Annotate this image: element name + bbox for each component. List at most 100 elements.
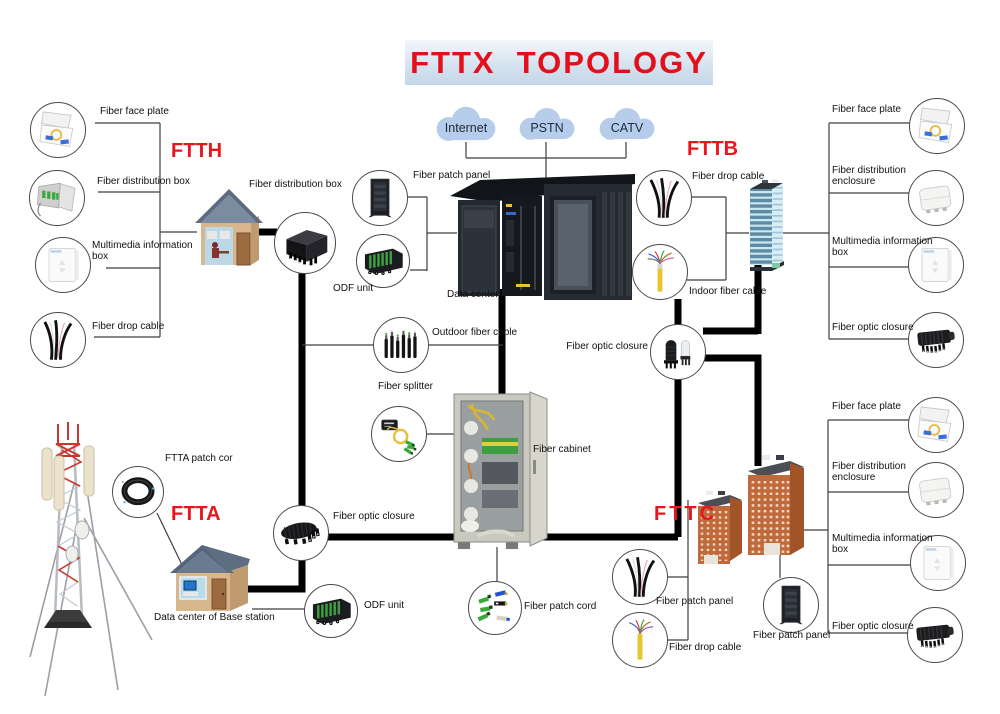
yellow-indoor-cable-icon bbox=[629, 619, 654, 660]
indoor-fiber-cable-label: Indoor fiber cable bbox=[689, 286, 767, 297]
ftta-patch-cord-label: FTTA patch cor bbox=[165, 453, 233, 464]
ftta-patch-cord-thumb bbox=[112, 466, 164, 518]
white-wall-box-icon bbox=[921, 248, 952, 282]
black-outdoor-box-icon bbox=[286, 230, 328, 266]
ftth-multimedia-box-thumb bbox=[35, 237, 91, 293]
fttb-fiber-drop-cable-thumb bbox=[636, 170, 692, 226]
fiber-patch-panel-thumb bbox=[352, 170, 408, 226]
odf-green-modules-icon bbox=[312, 598, 351, 625]
white-distribution-enclosure-icon bbox=[919, 185, 952, 214]
pstn-cloud: PSTN bbox=[510, 103, 584, 147]
fttc-drop-cable-label: Fiber drop cable bbox=[669, 642, 742, 653]
white-wall-box-icon bbox=[48, 248, 79, 282]
odf-unit-thumb bbox=[356, 234, 410, 288]
pstn-cloud-label: PSTN bbox=[530, 121, 564, 135]
ftth-house-distribution-box-label: Fiber distribution box bbox=[249, 179, 342, 190]
yellow-indoor-cable-icon bbox=[647, 250, 674, 292]
fttb-multimedia-box-thumb bbox=[908, 237, 964, 293]
ftth-face-plate-label: Fiber face plate bbox=[100, 106, 169, 117]
ftta-optic-closure-label: Fiber optic closure bbox=[333, 511, 415, 522]
fttc-small-building bbox=[698, 491, 742, 564]
fttb-optic-closure-thumb bbox=[908, 312, 964, 368]
ftth-section-label: FTTH bbox=[171, 140, 223, 162]
ftta-odf-unit-label: ODF unit bbox=[364, 600, 405, 611]
ftta-section-label: FTTA bbox=[171, 503, 221, 525]
fttb-distribution-enclosure-thumb bbox=[908, 170, 964, 226]
ftth-fiber-distribution-box-thumb bbox=[29, 170, 85, 226]
fttc-optic-closure-thumb bbox=[907, 607, 963, 663]
cloud-icon bbox=[436, 106, 496, 141]
fttc-tall-building bbox=[748, 455, 804, 555]
fttc-col-optic-closure-label: Fiber optic closure bbox=[832, 621, 914, 632]
fttb-col-face-plate-label: Fiber face plate bbox=[832, 104, 901, 115]
ftth-fiber-drop-cable-thumb bbox=[30, 312, 86, 368]
fiber-splitter-label: Fiber splitter bbox=[378, 381, 434, 392]
odf-green-modules-icon bbox=[364, 248, 403, 275]
indoor-fiber-cable-thumb bbox=[632, 244, 688, 300]
fttc-distribution-enclosure-thumb bbox=[908, 462, 964, 518]
ftth-distribution-box-label: Fiber distribution box bbox=[97, 176, 190, 187]
fttc-section-label: FTTC bbox=[654, 503, 718, 525]
internet-cloud-label: Internet bbox=[444, 121, 488, 135]
fiber-patch-cord-thumb bbox=[468, 581, 522, 635]
server-rack-icon bbox=[369, 178, 391, 218]
callout-lines bbox=[94, 122, 911, 641]
fttc-multimedia-box-thumb bbox=[910, 535, 966, 591]
fttc-col-distribution-enclosure-label: Fiber distribution enclosure bbox=[832, 461, 906, 483]
black-drop-cables-icon bbox=[43, 320, 73, 360]
fttc-buildings-image bbox=[698, 455, 804, 564]
ftth-distribution-box-thumb bbox=[274, 212, 336, 274]
page-title: FTTX TOPOLOGY bbox=[405, 40, 713, 85]
horizontal-closure-icon bbox=[281, 522, 320, 545]
fttb-fiber-face-plate-thumb bbox=[909, 98, 965, 154]
ftth-fiber-face-plate-thumb bbox=[30, 102, 86, 158]
odf-unit-label: ODF unit bbox=[333, 283, 374, 294]
fttb-section-label: FTTB bbox=[687, 138, 739, 160]
dome-closures-icon bbox=[664, 340, 691, 369]
fiber-patch-cord-label: Fiber patch cord bbox=[524, 601, 597, 612]
outdoor-fiber-cable-label: Outdoor fiber cable bbox=[432, 327, 518, 338]
cloud-icon bbox=[519, 107, 575, 140]
base-station-house-image bbox=[170, 545, 250, 611]
open-faceplate-box-icon bbox=[918, 107, 953, 143]
white-wall-box-icon bbox=[923, 546, 954, 580]
server-rack-icon bbox=[780, 585, 802, 625]
fttc-rack-patch-panel-label: Fiber patch panel bbox=[753, 630, 831, 641]
internet-cloud: Internet bbox=[426, 102, 506, 148]
fttb-drop-cable-label: Fiber drop cable bbox=[692, 171, 765, 182]
black-drop-cables-icon bbox=[625, 557, 656, 597]
fttc-rack-patch-panel-thumb bbox=[763, 577, 819, 633]
fiber-cabinet-image bbox=[453, 391, 548, 549]
fttc-col-multimedia-box-label: Multimedia information box bbox=[832, 533, 933, 555]
fiber-patch-panel-label: Fiber patch panel bbox=[413, 170, 491, 181]
white-distribution-enclosure-icon bbox=[919, 477, 952, 506]
fttb-col-distribution-enclosure-label: Fiber distribution enclosure bbox=[832, 165, 906, 187]
fttb-building-image bbox=[750, 179, 784, 271]
black-cable-coil-icon bbox=[121, 477, 155, 506]
catv-cloud-label: CATV bbox=[610, 121, 644, 135]
fttc-patch-panel-label: Fiber patch panel bbox=[656, 596, 734, 607]
fiber-connectors-icon bbox=[477, 590, 510, 622]
cable-cross-sections-icon bbox=[384, 328, 417, 359]
fttb-col-multimedia-box-label: Multimedia information box bbox=[832, 236, 933, 258]
multiport-closure-icon bbox=[916, 624, 954, 648]
plc-splitter-coil-icon bbox=[381, 419, 417, 455]
ftth-house-image bbox=[195, 189, 263, 266]
fttc-fiber-face-plate-thumb bbox=[908, 397, 964, 453]
catv-cloud: CATV bbox=[590, 103, 664, 147]
fiber-splitter-thumb bbox=[371, 406, 427, 462]
open-gray-terminal-box-icon bbox=[36, 182, 76, 217]
ftta-odf-unit-thumb bbox=[304, 584, 358, 638]
ftth-drop-cable-label: Fiber drop cable bbox=[92, 321, 165, 332]
data-center-label: Data center bbox=[447, 289, 499, 300]
open-faceplate-box-icon bbox=[917, 406, 952, 442]
outdoor-fiber-cable-thumb bbox=[373, 317, 429, 373]
fttc-col-face-plate-label: Fiber face plate bbox=[832, 401, 901, 412]
base-station-tower-image bbox=[29, 422, 153, 697]
fttb-optic-closure-label: Fiber optic closure bbox=[566, 341, 648, 352]
open-faceplate-box-icon bbox=[39, 111, 74, 147]
fttb-fiber-optic-closure-thumb bbox=[650, 324, 706, 380]
multiport-closure-icon bbox=[917, 329, 955, 353]
ftth-multimedia-box-label: Multimedia information box bbox=[92, 240, 193, 262]
